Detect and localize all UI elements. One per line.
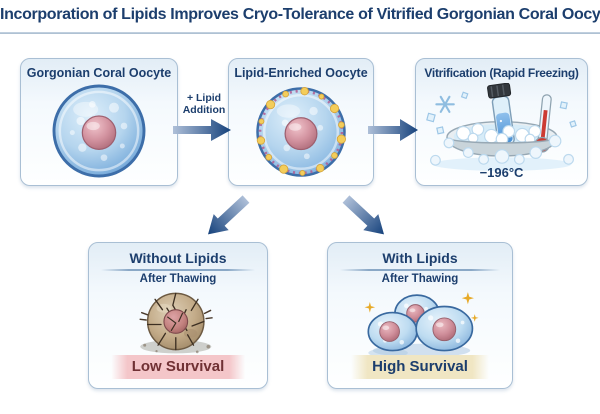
nucleus xyxy=(81,115,117,150)
outcome-divider xyxy=(339,269,501,271)
ice-crystals xyxy=(425,91,577,135)
vitrification-scene-icon xyxy=(425,83,577,171)
outcome-title: With Lipids xyxy=(382,250,458,266)
title-divider xyxy=(0,32,600,34)
lipid-addition-label: + Lipid Addition xyxy=(182,92,226,117)
panel-title: Gorgonian Coral Oocyte xyxy=(26,66,172,80)
outcome-badge-high-survival: High Survival xyxy=(351,355,489,379)
arrow-right-icon xyxy=(368,119,418,141)
outcome-subtitle: After Thawing xyxy=(381,273,459,285)
panel-gorgonian-coral-oocyte: Gorgonian Coral Oocyte xyxy=(20,58,178,186)
damaged-cell-icon xyxy=(139,292,213,354)
outcome-title: Without Lipids xyxy=(129,250,227,266)
arrow-down-right-icon xyxy=(342,195,384,235)
spilling-ice xyxy=(429,134,574,166)
liquid-nitrogen-ice xyxy=(455,123,541,146)
oocyte-right xyxy=(415,305,474,352)
oocyte-left xyxy=(367,311,418,352)
panel-without-lipids: Without Lipids After Thawing xyxy=(88,242,268,389)
membrane-bead-ring xyxy=(258,89,344,175)
panel-title: Lipid-Enriched Oocyte xyxy=(234,66,368,80)
outcome-subtitle: After Thawing xyxy=(139,273,217,285)
panel-with-lipids: With Lipids After Thawing xyxy=(327,242,513,389)
nucleus xyxy=(284,117,318,151)
infographic-title: Incorporation of Lipids Improves Cryo-To… xyxy=(0,6,600,23)
healthy-cells-icon xyxy=(364,292,479,358)
oocyte-cell-icon xyxy=(52,84,146,178)
panel-vitrification: Vitrification (Rapid Freezing) xyxy=(415,58,588,186)
outcome-badge-low-survival: Low Survival xyxy=(111,355,245,379)
lipid-droplets xyxy=(256,87,346,176)
sparkle-icon xyxy=(364,292,479,322)
nucleus xyxy=(163,309,189,334)
stress-marks xyxy=(139,309,213,321)
arrow-down-left-icon xyxy=(208,195,250,235)
panel-title: Vitrification (Rapid Freezing) xyxy=(424,66,579,80)
outcome-divider xyxy=(100,269,256,271)
lipid-enriched-cell-icon xyxy=(256,87,346,177)
arrow-right-icon xyxy=(173,119,231,141)
snowflake-icon xyxy=(434,95,455,113)
temperature-label: −196°C xyxy=(479,165,524,180)
panel-lipid-enriched-oocyte: Lipid-Enriched Oocyte xyxy=(228,58,374,186)
